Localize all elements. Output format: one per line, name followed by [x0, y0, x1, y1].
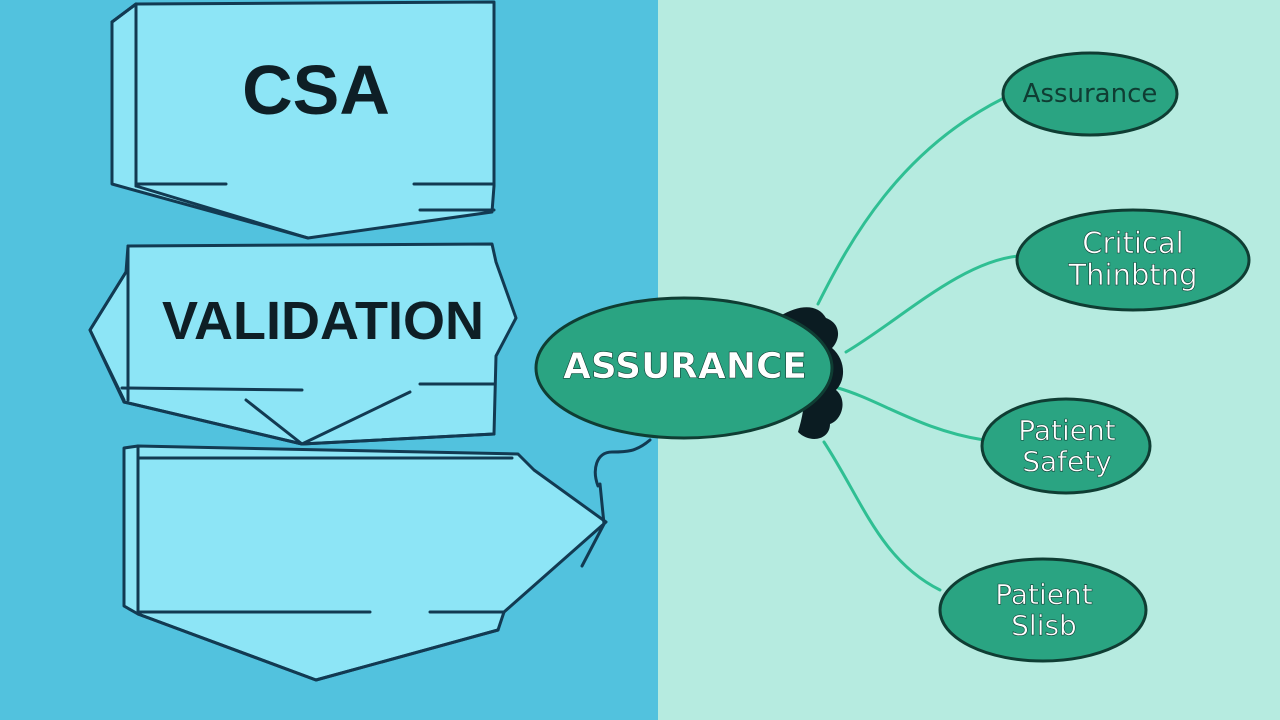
branch-connectors — [816, 96, 1020, 592]
validation-label: VALIDATION — [162, 291, 484, 352]
csa-block — [110, 0, 496, 240]
empty-block — [122, 444, 608, 682]
branch-label-patient-safety: Patient Safety — [1018, 414, 1116, 478]
swirl-connector — [593, 438, 652, 488]
connector-patient-slisb — [822, 440, 942, 592]
branch-node-patient-slisb — [938, 557, 1148, 663]
branch-node-assurance — [1001, 51, 1179, 137]
connector-critical-thinking — [844, 254, 1020, 354]
validation-block — [88, 242, 518, 446]
connector-assurance — [816, 96, 1006, 306]
branch-node-critical-thinking — [1015, 208, 1251, 312]
branch-label-patient-slisb: Patient Slisb — [995, 578, 1093, 642]
connector-patient-safety — [836, 386, 986, 442]
branch-label-assurance: Assurance — [1022, 78, 1158, 109]
central-node — [534, 296, 834, 440]
csa-label: CSA — [242, 50, 390, 129]
branch-label-critical-thinking: Critical Thinbtng — [1068, 226, 1198, 292]
central-node-label: ASSURANCE — [562, 346, 808, 388]
branch-node-patient-safety — [980, 397, 1152, 495]
